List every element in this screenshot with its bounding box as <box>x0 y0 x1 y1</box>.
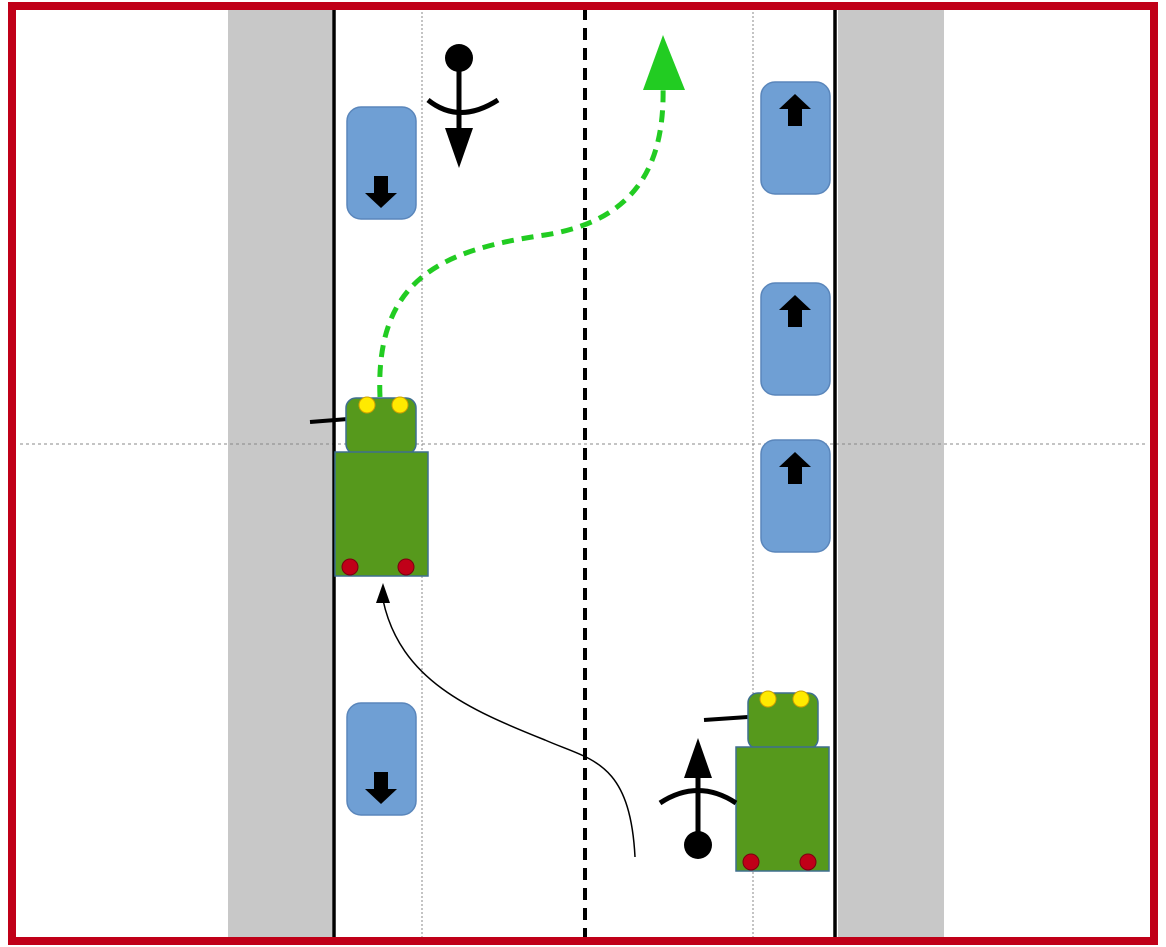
side-mirror <box>703 715 749 722</box>
arrow-up-icon <box>779 94 811 126</box>
taillight <box>341 558 359 576</box>
parked-car <box>760 439 831 553</box>
parked-car <box>760 81 831 195</box>
taillight <box>742 853 760 871</box>
planned-path <box>377 35 685 398</box>
oncoming-truck <box>703 690 830 872</box>
arrow-up-icon <box>779 452 811 484</box>
headlight <box>358 396 376 414</box>
parked-car <box>760 282 831 396</box>
parked-car <box>346 106 417 220</box>
taillight <box>799 853 817 871</box>
headlight <box>391 396 409 414</box>
pedestrian-icon <box>426 44 500 168</box>
sidewalk-right <box>838 8 944 942</box>
arrow-down-icon <box>365 176 397 208</box>
arrow-head-icon <box>643 35 685 90</box>
pedestrian-icon <box>658 738 738 859</box>
parked-car <box>346 702 417 816</box>
arrow-down-icon <box>365 772 397 804</box>
past-trajectory <box>376 583 636 858</box>
sidewalk-left <box>228 8 332 942</box>
taillight <box>397 558 415 576</box>
scene-border <box>8 2 1158 945</box>
ego-truck <box>309 396 429 577</box>
arrow-up-icon <box>779 295 811 327</box>
arrow-head-icon <box>376 583 390 603</box>
side-mirror <box>309 417 349 424</box>
headlight <box>792 690 810 708</box>
headlight <box>759 690 777 708</box>
